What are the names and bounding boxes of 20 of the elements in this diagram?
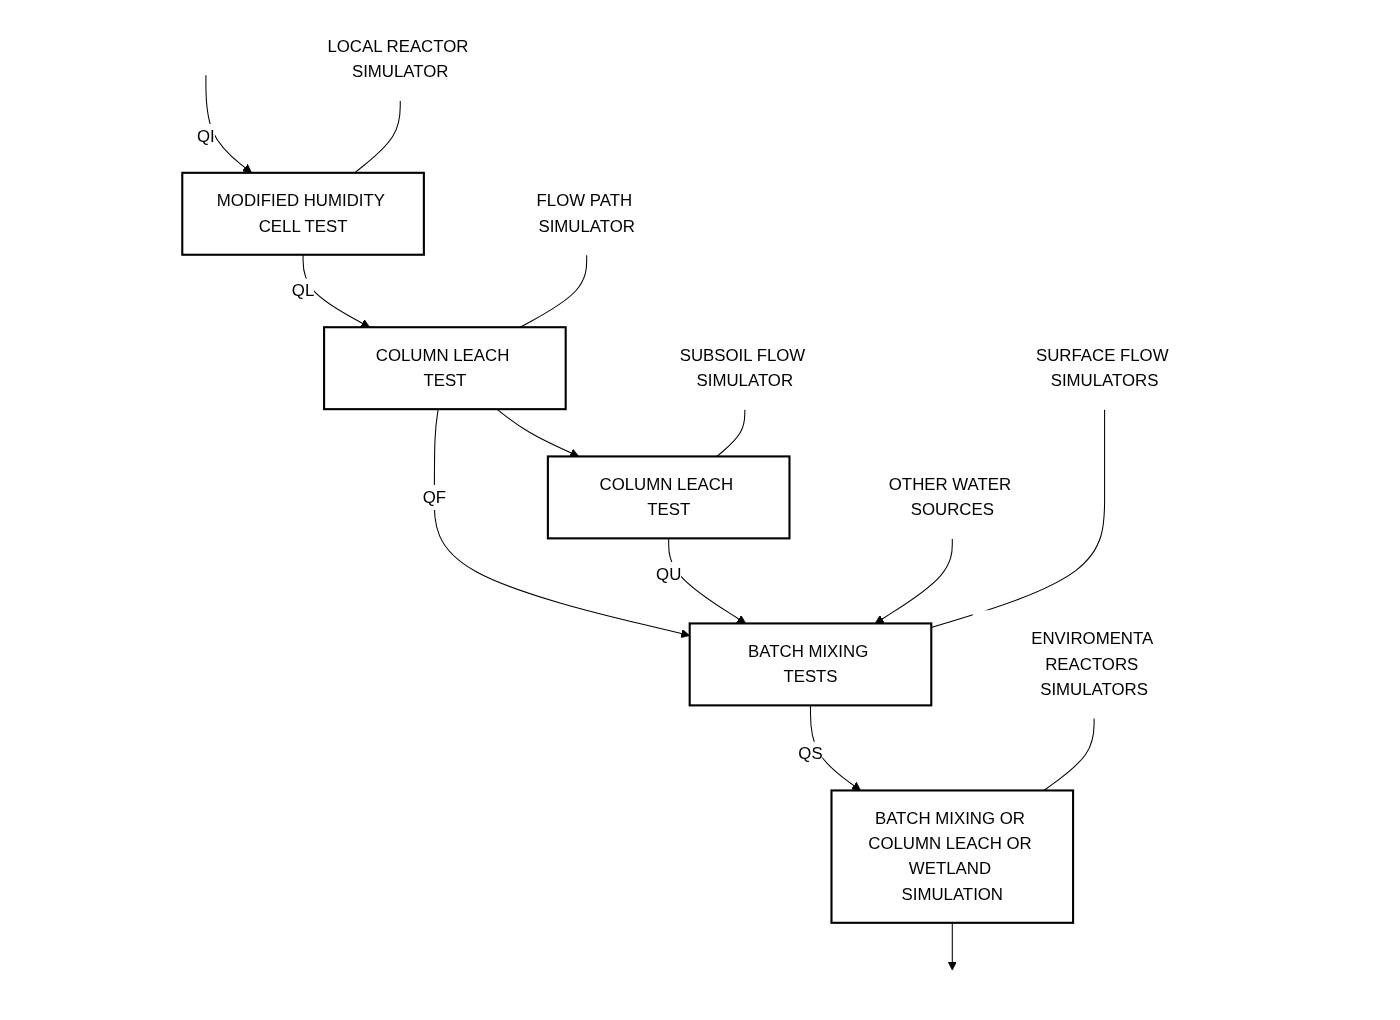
connector xyxy=(1043,717,1095,791)
node-box: MODIFIED HUMIDITY CELL TEST xyxy=(181,171,426,256)
node-box: BATCH MIXING TESTS xyxy=(688,622,933,707)
edge-label: QF xyxy=(422,487,447,506)
edge-label: QS xyxy=(798,744,823,763)
node-text: LOCAL REACTOR SIMULATOR xyxy=(327,37,469,81)
arrow xyxy=(874,537,953,624)
node-box: COLUMN LEACH TEST xyxy=(323,326,567,411)
node-text: FLOW PATH SIMULATOR xyxy=(536,191,636,235)
edge-label: QU xyxy=(656,565,682,583)
node-text: ENVIROMENTA REACTORS SIMULATORS xyxy=(1031,629,1153,699)
edge-label: QL xyxy=(291,281,315,300)
node-box: BATCH MIXING OR COLUMN LEACH OR WETLAND SIMULATION xyxy=(830,789,1075,924)
node-text: OTHER WATER SOURCES xyxy=(888,475,1012,519)
edge-label: QI xyxy=(197,127,215,145)
node-text: SURFACE FLOW SIMULATORS xyxy=(1036,346,1169,390)
connector xyxy=(716,408,746,457)
node-box: COLUMN LEACH TEST xyxy=(546,455,791,540)
arrow xyxy=(947,922,957,971)
node-text: SUBSOIL FLOW SIMULATOR xyxy=(679,346,806,390)
